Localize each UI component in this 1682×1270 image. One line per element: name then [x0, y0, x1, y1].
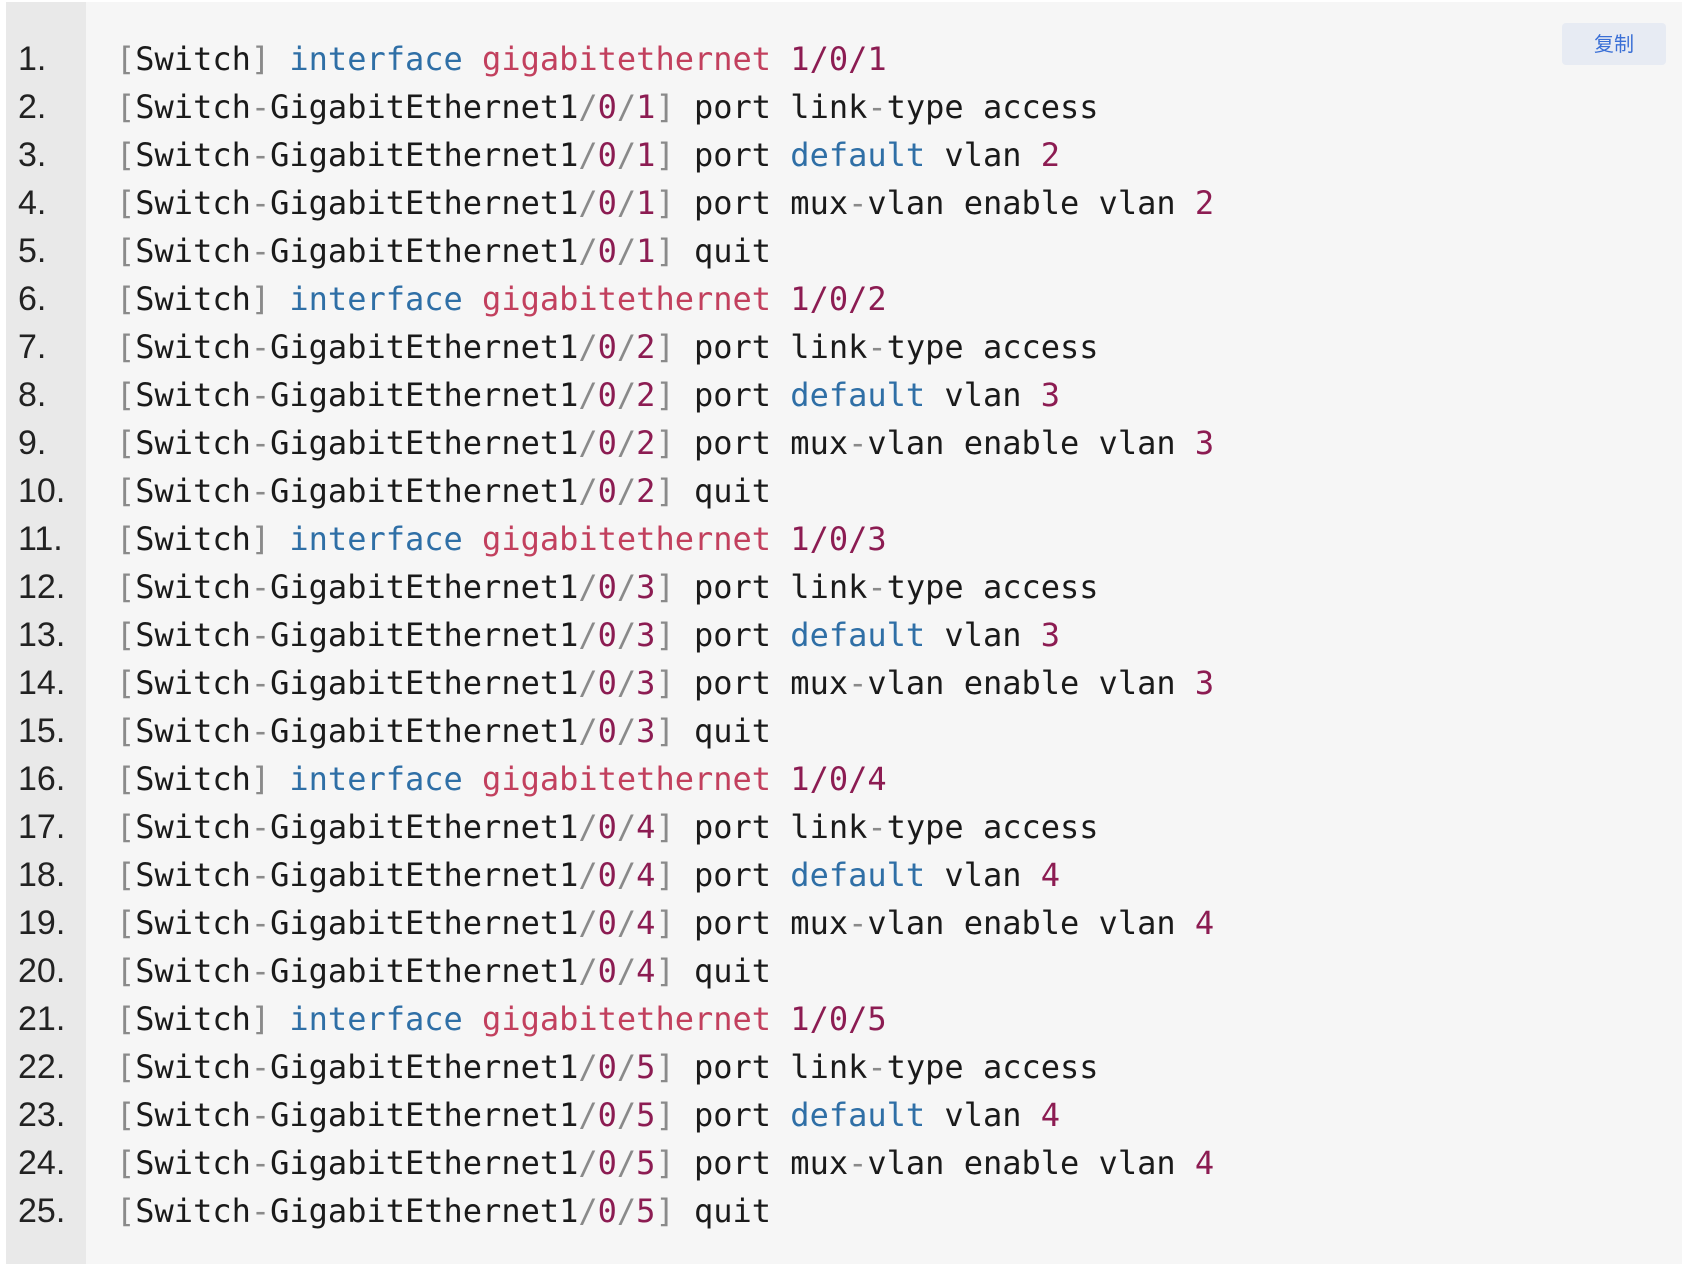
code-text: [Switch-GigabitEthernet1/0/3] port link-… — [116, 568, 1099, 606]
code-text: [Switch] interface gigabitethernet 1/0/5 — [116, 1000, 887, 1038]
line-number: 14. — [18, 664, 66, 702]
line-number: 8. — [18, 376, 47, 414]
code-text: [Switch-GigabitEthernet1/0/1] port link-… — [116, 88, 1099, 126]
code-text: [Switch-GigabitEthernet1/0/4] quit — [116, 952, 772, 990]
line-number: 1. — [18, 40, 47, 78]
code-text: [Switch-GigabitEthernet1/0/5] port mux-v… — [116, 1144, 1215, 1182]
line-number: 9. — [18, 424, 47, 462]
line-number: 23. — [18, 1096, 66, 1134]
code-text: [Switch-GigabitEthernet1/0/5] quit — [116, 1192, 772, 1230]
line-number: 13. — [18, 616, 66, 654]
line-number: 18. — [18, 856, 66, 894]
code-text: [Switch-GigabitEthernet1/0/2] port defau… — [116, 376, 1061, 414]
code-text: [Switch] interface gigabitethernet 1/0/2 — [116, 280, 887, 318]
code-text: [Switch-GigabitEthernet1/0/3] port defau… — [116, 616, 1061, 654]
code-text: [Switch] interface gigabitethernet 1/0/4 — [116, 760, 887, 798]
code-text: [Switch] interface gigabitethernet 1/0/3 — [116, 520, 887, 558]
code-text: [Switch-GigabitEthernet1/0/5] port defau… — [116, 1096, 1061, 1134]
line-number: 7. — [18, 328, 47, 366]
line-number: 10. — [18, 472, 66, 510]
line-number: 3. — [18, 136, 47, 174]
code-text: [Switch-GigabitEthernet1/0/4] port defau… — [116, 856, 1061, 894]
code-text: [Switch-GigabitEthernet1/0/1] port defau… — [116, 136, 1061, 174]
line-number: 20. — [18, 952, 66, 990]
line-number-gutter — [6, 2, 86, 1264]
line-number: 11. — [18, 520, 63, 558]
code-text: [Switch-GigabitEthernet1/0/2] port link-… — [116, 328, 1099, 366]
code-text: [Switch-GigabitEthernet1/0/2] port mux-v… — [116, 424, 1215, 462]
line-number: 22. — [18, 1048, 66, 1086]
code-text: [Switch-GigabitEthernet1/0/3] port mux-v… — [116, 664, 1215, 702]
code-block: 1. [Switch] interface gigabitethernet 1/0… — [6, 2, 1682, 1264]
code-text: [Switch-GigabitEthernet1/0/4] port mux-v… — [116, 904, 1215, 942]
copy-button[interactable]: 复制 — [1562, 23, 1666, 65]
line-number: 24. — [18, 1144, 66, 1182]
line-number: 2. — [18, 88, 47, 126]
line-number: 19. — [18, 904, 66, 942]
line-number: 5. — [18, 232, 47, 270]
line-number: 17. — [18, 808, 66, 846]
code-text: [Switch] interface gigabitethernet 1/0/1 — [116, 40, 887, 78]
code-text: [Switch-GigabitEthernet1/0/4] port link-… — [116, 808, 1099, 846]
line-number: 6. — [18, 280, 47, 318]
code-text: [Switch-GigabitEthernet1/0/3] quit — [116, 712, 772, 750]
line-number: 12. — [18, 568, 66, 606]
code-text: [Switch-GigabitEthernet1/0/2] quit — [116, 472, 772, 510]
code-text: [Switch-GigabitEthernet1/0/1] quit — [116, 232, 772, 270]
line-number: 21. — [18, 1000, 66, 1038]
line-number: 25. — [18, 1192, 66, 1230]
line-number: 4. — [18, 184, 47, 222]
code-text: [Switch-GigabitEthernet1/0/5] port link-… — [116, 1048, 1099, 1086]
code-text: [Switch-GigabitEthernet1/0/1] port mux-v… — [116, 184, 1215, 222]
line-number: 16. — [18, 760, 66, 798]
line-number: 15. — [18, 712, 66, 750]
